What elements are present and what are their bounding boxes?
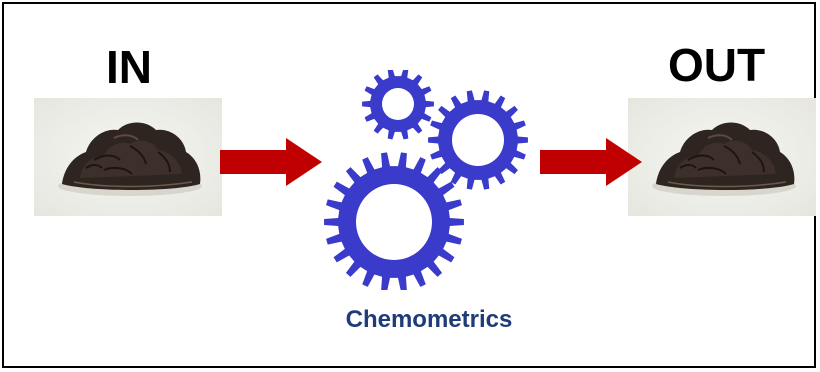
gear-hole bbox=[356, 184, 432, 260]
output-arrow-icon bbox=[540, 138, 642, 186]
gear-hole bbox=[452, 114, 504, 166]
gears-icon bbox=[324, 70, 528, 290]
output-sample-image bbox=[628, 98, 816, 216]
dung-pile-icon bbox=[34, 98, 222, 216]
input-arrow-icon bbox=[220, 138, 322, 186]
small-gear-icon bbox=[362, 70, 434, 140]
output-label: OUT bbox=[668, 39, 766, 91]
dung-pile-icon bbox=[628, 98, 816, 216]
input-sample-image bbox=[34, 98, 222, 216]
input-label: IN bbox=[106, 41, 152, 93]
gear-hole bbox=[382, 88, 414, 120]
process-caption: Chemometrics bbox=[345, 306, 513, 333]
large-gear-icon bbox=[324, 152, 464, 290]
medium-gear-icon bbox=[428, 90, 528, 190]
